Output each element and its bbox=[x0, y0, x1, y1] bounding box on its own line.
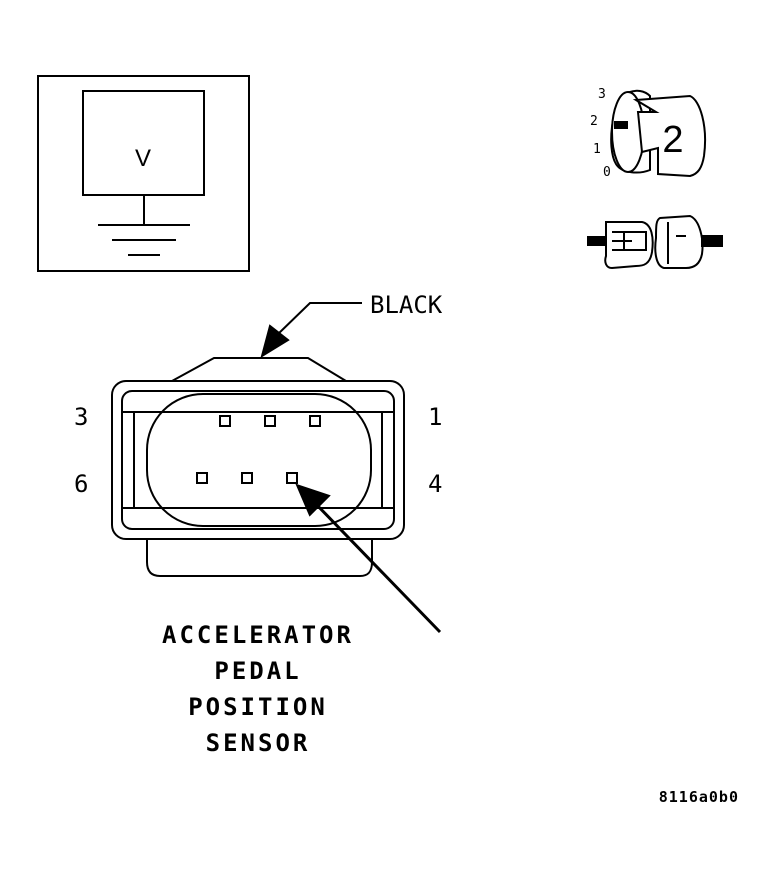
component-name-line-4: SENSOR bbox=[206, 729, 311, 757]
ignition-position-1: 1 bbox=[593, 142, 601, 157]
ignition-position-3: 3 bbox=[598, 87, 606, 102]
connector-color-label: BLACK bbox=[370, 291, 443, 319]
component-name-line-3: POSITION bbox=[188, 693, 328, 721]
pin-cavity-5 bbox=[241, 472, 253, 484]
pin-cavity-4 bbox=[286, 472, 298, 484]
pin-cavity-1 bbox=[309, 415, 321, 427]
component-name-line-1: ACCELERATOR bbox=[162, 621, 354, 649]
key-number: 2 bbox=[662, 119, 683, 161]
pin-cavity-3 bbox=[219, 415, 231, 427]
figure-id: 8116a0b0 bbox=[659, 788, 739, 806]
voltmeter-symbol: V bbox=[135, 145, 151, 172]
connector-body bbox=[111, 357, 405, 577]
pin-label-1: 1 bbox=[428, 403, 442, 431]
ignition-position-2: 2 bbox=[590, 114, 598, 129]
component-name-line-2: PEDAL bbox=[214, 657, 301, 685]
pin-cavity-6 bbox=[196, 472, 208, 484]
color-callout-leader bbox=[260, 302, 362, 359]
pin-cavity-2 bbox=[264, 415, 276, 427]
disconnected-connector-icon bbox=[587, 214, 723, 270]
pin-label-6: 6 bbox=[74, 470, 88, 498]
ignition-key-icon: 2 3 2 1 0 bbox=[590, 87, 706, 180]
pin-label-4: 4 bbox=[428, 470, 442, 498]
ignition-position-0: 0 bbox=[603, 165, 611, 180]
voltmeter-icon bbox=[37, 75, 250, 272]
component-name: ACCELERATOR PEDAL POSITION SENSOR bbox=[162, 621, 354, 757]
pin-label-3: 3 bbox=[74, 403, 88, 431]
pin-cavities bbox=[196, 415, 321, 484]
component-pointer-arrow bbox=[295, 483, 442, 634]
